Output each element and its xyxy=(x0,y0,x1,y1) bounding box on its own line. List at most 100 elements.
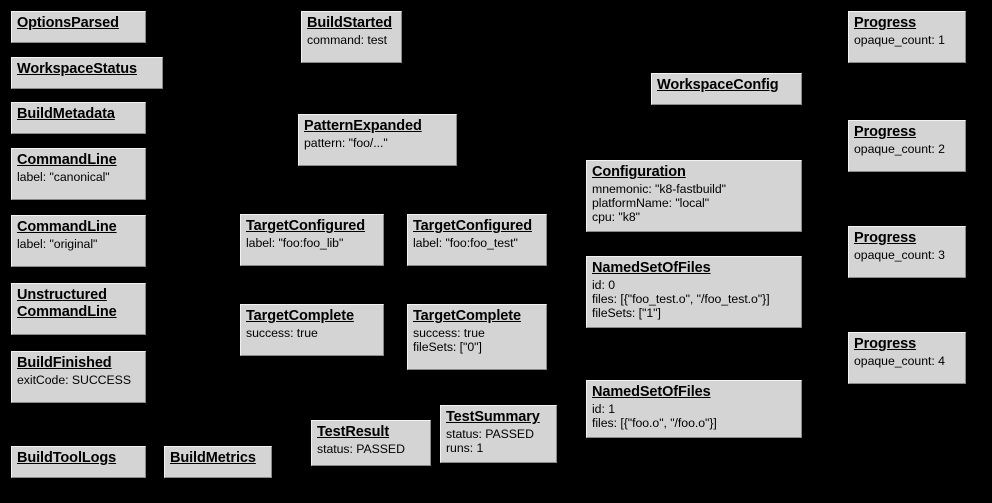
node-title: Progress xyxy=(854,15,960,32)
node-attributes: opaque_count: 4 xyxy=(854,354,960,368)
node-title: OptionsParsed xyxy=(17,15,140,32)
node-title-line: Progress xyxy=(854,336,917,352)
node-attribute: opaque_count: 4 xyxy=(854,353,945,368)
node-workspace-config[interactable]: WorkspaceConfig xyxy=(651,73,802,105)
node-attribute: opaque_count: 2 xyxy=(854,141,945,156)
node-attribute: fileSets: ["1"] xyxy=(592,306,661,321)
node-attribute: id: 1 xyxy=(592,401,615,416)
node-title-line: PatternExpanded xyxy=(304,118,422,134)
node-title: TargetConfigured xyxy=(413,218,541,235)
node-title-line: WorkspaceStatus xyxy=(17,61,137,77)
node-attributes: label: "foo:foo_test" xyxy=(413,236,541,250)
node-build-finished[interactable]: BuildFinished exitCode: SUCCESS xyxy=(11,351,146,403)
node-configuration[interactable]: Configuration mnemonic: "k8-fastbuild"pla… xyxy=(586,160,802,232)
node-title-line: Progress xyxy=(854,230,917,246)
node-title-line: BuildMetrics xyxy=(170,450,256,466)
node-title: BuildMetadata xyxy=(17,106,140,123)
node-title-line: Progress xyxy=(854,15,917,31)
node-title-line: Configuration xyxy=(592,164,686,180)
node-attribute: label: "foo:foo_test" xyxy=(413,235,518,250)
node-title: NamedSetOfFiles xyxy=(592,260,796,277)
node-title-line: CommandLine xyxy=(17,219,117,235)
node-attributes: opaque_count: 1 xyxy=(854,33,960,47)
node-title-line: OptionsParsed xyxy=(17,15,119,31)
node-attribute: label: "foo:foo_lib" xyxy=(246,235,344,250)
node-title: TargetComplete xyxy=(413,308,541,325)
node-build-metadata[interactable]: BuildMetadata xyxy=(11,102,146,134)
node-title: TestSummary xyxy=(446,409,551,426)
node-title: PatternExpanded xyxy=(304,118,451,135)
node-attribute: mnemonic: "k8-fastbuild" xyxy=(592,181,726,196)
node-title: CommandLine xyxy=(17,219,140,236)
node-command-line-original[interactable]: CommandLine label: "original" xyxy=(11,215,146,267)
node-title: BuildMetrics xyxy=(170,450,266,467)
node-title-line: BuildStarted xyxy=(307,15,393,31)
node-attribute: pattern: "foo/..." xyxy=(304,135,388,150)
node-title-line: TargetComplete xyxy=(413,308,521,324)
node-title: WorkspaceStatus xyxy=(17,61,157,78)
node-title: Progress xyxy=(854,124,960,141)
node-options-parsed[interactable]: OptionsParsed xyxy=(11,11,146,43)
node-attributes: label: "original" xyxy=(17,237,140,251)
node-title: Progress xyxy=(854,336,960,353)
node-progress-1[interactable]: Progress opaque_count: 1 xyxy=(848,11,966,63)
node-build-metrics[interactable]: BuildMetrics xyxy=(164,446,272,478)
node-title: Progress xyxy=(854,230,960,247)
node-title: TargetComplete xyxy=(246,308,378,325)
node-attribute: files: [{"foo.o", "/foo.o"}] xyxy=(592,416,717,431)
node-attributes: mnemonic: "k8-fastbuild"platformName: "l… xyxy=(592,182,796,225)
node-attribute: status: PASSED xyxy=(446,426,534,441)
node-attributes: pattern: "foo/..." xyxy=(304,136,451,150)
node-title-line: NamedSetOfFiles xyxy=(592,260,711,276)
node-attribute: success: true xyxy=(246,325,318,340)
node-title: WorkspaceConfig xyxy=(657,77,796,94)
node-title-line: TestResult xyxy=(317,424,390,440)
node-workspace-status[interactable]: WorkspaceStatus xyxy=(11,57,163,89)
node-attribute: id: 0 xyxy=(592,277,615,292)
node-attribute: opaque_count: 3 xyxy=(854,247,945,262)
node-attribute: fileSets: ["0"] xyxy=(413,340,482,355)
node-title: TargetConfigured xyxy=(246,218,378,235)
node-attributes: success: true xyxy=(246,326,378,340)
node-title-line: NamedSetOfFiles xyxy=(592,384,711,400)
node-title-line: TargetConfigured xyxy=(413,218,532,234)
node-attribute: cpu: "k8" xyxy=(592,210,640,225)
node-attributes: command: test xyxy=(307,33,396,47)
node-title: TestResult xyxy=(317,424,425,441)
node-title-line: BuildFinished xyxy=(17,355,112,371)
node-command-line-canonical[interactable]: CommandLine label: "canonical" xyxy=(11,148,146,200)
node-title-line: Unstructured xyxy=(17,287,107,303)
node-title-line: TargetConfigured xyxy=(246,218,365,234)
node-build-tool-logs[interactable]: BuildToolLogs xyxy=(11,446,146,478)
node-title: BuildStarted xyxy=(307,15,396,32)
node-attributes: exitCode: SUCCESS xyxy=(17,373,140,387)
node-title-line: CommandLine xyxy=(17,303,117,320)
node-attributes: opaque_count: 3 xyxy=(854,248,960,262)
node-attributes: status: PASSED xyxy=(317,442,425,456)
node-title: BuildToolLogs xyxy=(17,450,140,467)
node-title: Configuration xyxy=(592,164,796,181)
node-attributes: label: "canonical" xyxy=(17,170,140,184)
node-title: CommandLine xyxy=(17,152,140,169)
node-build-started[interactable]: BuildStarted command: test xyxy=(301,11,402,63)
node-title-line: CommandLine xyxy=(17,152,117,168)
node-attribute: status: PASSED xyxy=(317,441,405,456)
